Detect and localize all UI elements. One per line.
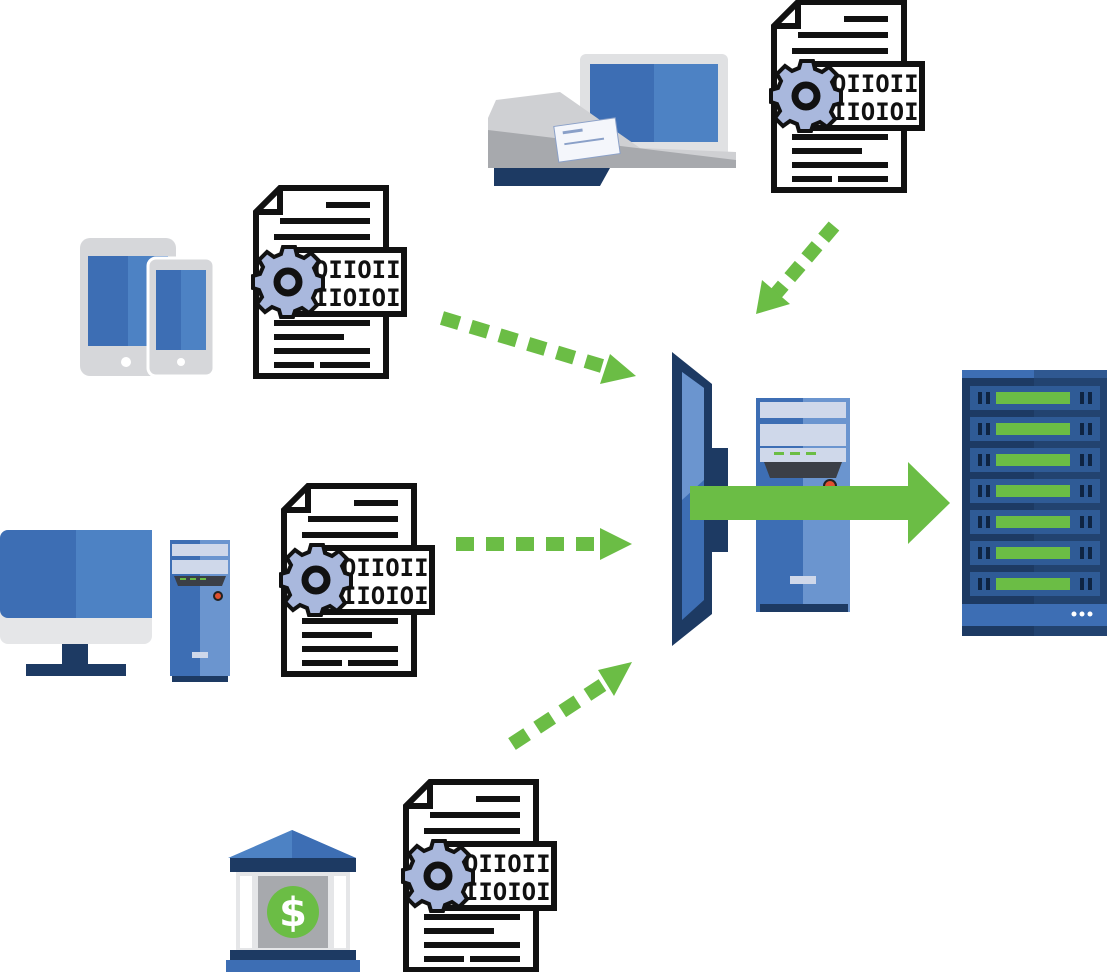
bank-icon: $ — [226, 830, 360, 972]
bank-data-document-icon — [403, 782, 554, 970]
arrow-from-mobile — [439, 311, 636, 384]
arrow-to-server-rack — [690, 462, 950, 544]
svg-text:$: $ — [279, 890, 307, 936]
arrow-from-desktop — [456, 528, 632, 560]
arrow-from-bank — [508, 662, 632, 750]
desktop-computer-icon — [0, 530, 231, 683]
mobile-data-document-icon — [253, 188, 404, 376]
desktop-data-document-icon — [281, 486, 432, 674]
mobile-devices-icon — [80, 238, 216, 378]
check-scanner-icon — [488, 54, 736, 186]
server-rack-icon — [962, 370, 1107, 636]
scanner-data-document-icon — [771, 2, 922, 190]
arrow-from-scanner — [756, 221, 840, 314]
